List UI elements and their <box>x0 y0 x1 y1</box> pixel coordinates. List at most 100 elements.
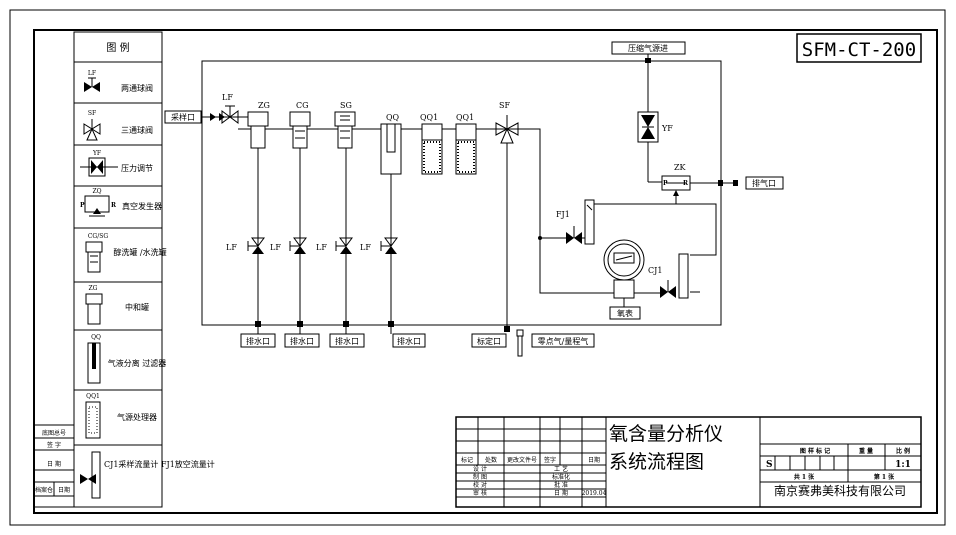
gas-processor-1: QQ1 <box>420 113 443 175</box>
neutralization-tank-icon <box>85 293 103 325</box>
legend-code: SF <box>88 110 96 117</box>
component-code: YF <box>661 124 673 133</box>
drawing-title-line-1: 氧含量分析仪 <box>609 423 723 445</box>
legend-code: QQ1 <box>86 393 100 400</box>
air-inlet-label: 压缩气源进 <box>628 43 668 53</box>
component-code: QQ1 <box>456 113 474 122</box>
sheet-code: S <box>766 460 773 470</box>
rev-header: 标记 <box>461 456 473 464</box>
legend-label: 三通球阀 <box>121 125 153 135</box>
legend-label: 真空发生器 <box>122 201 162 211</box>
sheet-number: 第 1 张 <box>873 473 895 481</box>
gas-liquid-separator-icon <box>87 342 101 384</box>
vacuum-generator: ZK P R 排气口 <box>648 163 784 196</box>
role-label: 日 期 <box>554 489 568 497</box>
drain-valve-4: LF <box>360 237 398 254</box>
flowmeter-icon <box>80 451 101 499</box>
title-block: 标记 处数 更改文件号 签字 日期 设 计 制 图 校 对 审 核 工 艺 标准… <box>455 416 922 508</box>
role-label: 标准化 <box>552 473 570 481</box>
two-way-ball-valve-icon <box>84 77 100 92</box>
role-label: 工 艺 <box>554 465 568 473</box>
legend-code: LF <box>88 70 96 77</box>
role-label: 校 对 <box>473 481 487 489</box>
component-code: QQ1 <box>420 113 438 122</box>
drain-valve-1: LF <box>226 237 265 254</box>
valve-code: LF <box>360 243 371 252</box>
calibration-port: 标定口 零点气/量程气 <box>471 326 595 357</box>
scale-value: 1:1 <box>895 460 911 470</box>
role-label: 审 核 <box>473 489 487 497</box>
drain-label: 排水口 <box>290 336 314 346</box>
component-code: ZG <box>258 101 270 110</box>
oxygen-meter: 氧表 <box>603 239 645 320</box>
rev-header: 更改文件号 <box>507 456 537 464</box>
junction-dot <box>538 236 542 240</box>
stamp-label: 底图总号 <box>42 429 66 437</box>
legend-label: 气液分离 过滤器 <box>108 358 167 368</box>
component-code: ZK <box>674 163 687 172</box>
sheet-count: 共 1 张 <box>794 473 815 481</box>
legend-code: CG/SG <box>88 233 109 240</box>
gas-processor-icon <box>85 401 101 439</box>
legend-panel: 图 例 LF 两通球阀 SF 三通球阀 YF <box>73 31 215 508</box>
component-code: FJ1 <box>556 210 570 219</box>
drain-label: 排水口 <box>246 336 270 346</box>
meter-label: 氧表 <box>617 308 633 318</box>
drain-outlets: 排水口 排水口 排水口 排水口 <box>240 321 426 348</box>
wash-tank-icon <box>85 241 103 273</box>
right-header: 比 例 <box>896 447 910 455</box>
rev-header: 日期 <box>588 456 600 464</box>
gas-liquid-separator: QQ <box>380 113 402 325</box>
component-code: CJ1 <box>648 266 662 275</box>
sample-inlet-label: 采样口 <box>171 112 195 122</box>
legend-label: 压力调节 <box>121 163 153 173</box>
role-label: 批 准 <box>554 481 568 489</box>
three-way-valve: SF <box>495 101 519 330</box>
inner-frame <box>33 29 938 514</box>
valve-code: LF <box>226 243 237 252</box>
rev-header: 处数 <box>485 456 497 464</box>
piping-loop <box>201 60 722 326</box>
sample-flowmeter: CJ1 <box>648 253 689 299</box>
legend-code: ZQ <box>92 188 101 195</box>
drain-valve-3: LF <box>316 237 353 254</box>
drawing-code: SFM-CT-200 <box>802 39 916 61</box>
stamp-label: 日期 <box>58 486 70 494</box>
drawing-title-line-2: 系统流程图 <box>609 451 704 473</box>
left-stamp-strip: 底图总号 签 字 日 期 档案仓 日期 <box>33 424 75 508</box>
inlet-valve: LF <box>221 93 239 124</box>
stamp-label: 档案仓 <box>35 486 53 494</box>
legend-label: 中和罐 <box>125 302 149 312</box>
company-name: 南京赛弗美科技有限公司 <box>774 483 906 498</box>
role-label: 设 计 <box>473 465 487 473</box>
pressure-regulator-icon <box>80 157 118 177</box>
right-header: 重 量 <box>859 447 873 455</box>
three-way-ball-valve-icon <box>83 119 101 141</box>
vent-flowmeter: FJ1 <box>556 199 595 245</box>
legend-header: 图 例 <box>106 41 129 54</box>
exhaust-label: 排气口 <box>752 178 776 188</box>
calibration-label: 标定口 <box>477 336 501 346</box>
svg-text:P: P <box>663 180 668 187</box>
neutralization-tank: ZG <box>247 101 270 325</box>
valve-code: LF <box>222 93 233 102</box>
drain-valve-2: LF <box>270 237 307 254</box>
drain-label: 排水口 <box>335 336 359 346</box>
legend-label: 醇洗罐 /水洗罐 <box>113 247 166 257</box>
rev-header: 签字 <box>544 456 556 464</box>
component-code: SG <box>340 101 352 110</box>
outer-frame <box>9 9 946 526</box>
date-value: 2019.04 <box>582 490 607 497</box>
component-code: CG <box>296 101 309 110</box>
sample-inlet: 采样口 <box>164 110 250 124</box>
component-code: SF <box>499 101 510 110</box>
drawing-number: SFM-CT-200 <box>796 33 922 63</box>
legend-code: ZG <box>89 285 98 292</box>
gas-processor-2: QQ1 <box>455 113 477 175</box>
water-wash-tank: SG <box>334 101 356 325</box>
legend-label: 两通球阀 <box>121 83 153 93</box>
legend-code: QQ <box>91 334 101 341</box>
legend-label: 气源处理器 <box>117 412 157 422</box>
vacuum-generator-icon: P R <box>80 195 117 217</box>
